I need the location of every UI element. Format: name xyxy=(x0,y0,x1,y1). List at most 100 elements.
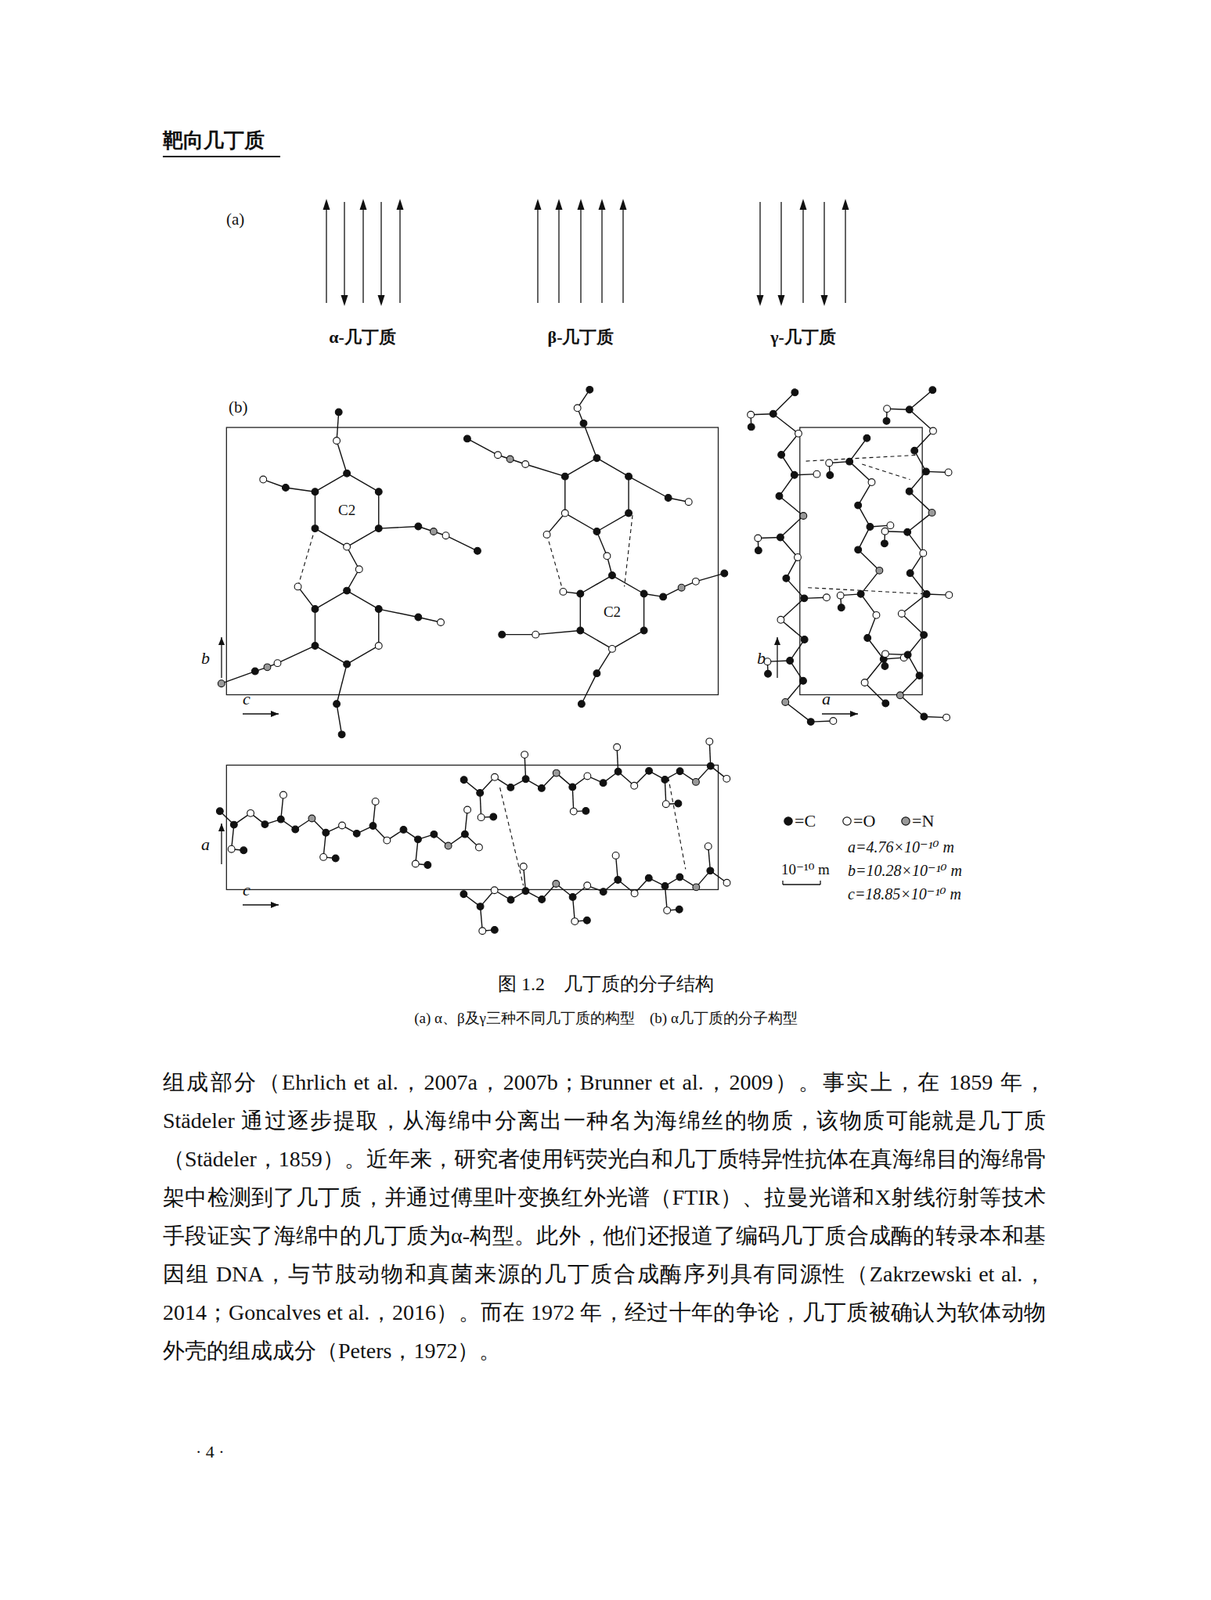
covalent-bond xyxy=(581,673,598,704)
figure-caption: 图 1.2 几丁质的分子结构 xyxy=(497,973,714,996)
atom-dot xyxy=(881,540,889,548)
atom-dot xyxy=(882,699,890,707)
atom-dot xyxy=(569,807,577,815)
atom-dot xyxy=(800,636,808,644)
atom-dot xyxy=(322,828,330,837)
atom-dot xyxy=(259,475,267,483)
atom-dot xyxy=(920,713,928,721)
covalent-bond xyxy=(535,630,581,635)
axis-label: c xyxy=(242,879,251,901)
atom-dot xyxy=(883,417,891,425)
atom-dot xyxy=(863,434,871,442)
atom-dot xyxy=(866,523,874,531)
hydrogen-bond xyxy=(500,787,524,886)
covalent-bond xyxy=(314,645,347,664)
covalent-bond xyxy=(467,438,498,455)
atom-dot xyxy=(826,472,834,480)
atom-dot xyxy=(538,896,546,904)
atom-dot xyxy=(583,916,591,924)
covalent-bond xyxy=(336,440,347,474)
covalent-bond xyxy=(865,682,887,704)
atom-dot xyxy=(429,528,437,536)
atom-dot xyxy=(905,487,913,495)
atom-dot xyxy=(571,918,579,926)
atom-dot xyxy=(706,867,714,875)
atom-dot xyxy=(676,873,684,881)
atom-dot xyxy=(273,659,282,667)
axis-label: a xyxy=(821,688,831,710)
covalent-bond xyxy=(909,409,934,431)
atom-dot xyxy=(786,657,794,665)
hydrogen-bond xyxy=(624,515,633,587)
atom-dot xyxy=(522,775,530,783)
covalent-bond xyxy=(910,573,927,595)
axis-arrow xyxy=(242,901,279,909)
covalent-bond xyxy=(314,528,347,547)
atom-dot xyxy=(411,860,419,868)
atom-dot xyxy=(764,670,772,678)
atom-dot xyxy=(920,631,928,639)
panel-letter: (a) xyxy=(226,209,245,230)
scale-label: 10⁻¹⁰ m xyxy=(781,861,830,880)
chain-arrow xyxy=(842,198,850,303)
atom-dot xyxy=(519,863,527,871)
atom-dot xyxy=(371,798,379,806)
atom-dot xyxy=(280,791,288,799)
atom-dot xyxy=(374,525,383,533)
hydrogen-bond xyxy=(547,534,564,592)
atom-dot xyxy=(857,590,865,598)
atom-dot xyxy=(614,876,622,884)
atom-dot xyxy=(872,611,880,619)
hydrogen-bond xyxy=(806,454,919,462)
atom-dot xyxy=(630,782,638,790)
atom-dot xyxy=(521,751,529,759)
atom-dot xyxy=(338,821,346,829)
atom-dot xyxy=(277,815,285,823)
covalent-bond xyxy=(525,464,566,477)
atom-dot xyxy=(861,679,869,687)
atom-dot xyxy=(794,554,802,562)
chain-arrow xyxy=(341,201,349,307)
atom-dot xyxy=(800,512,808,520)
atom-dot xyxy=(791,389,799,397)
covalent-bond xyxy=(378,609,419,617)
atom-dot xyxy=(355,565,363,574)
atom-dot xyxy=(663,907,671,915)
covalent-bond xyxy=(909,491,933,513)
atom-dot xyxy=(216,807,224,815)
atom-dot xyxy=(868,479,876,487)
atom-dot xyxy=(333,700,341,708)
atom-dot xyxy=(573,404,581,412)
atom-dot xyxy=(676,767,684,775)
atom-dot xyxy=(559,588,567,596)
atom-dot xyxy=(706,738,714,746)
atom-dot xyxy=(800,594,808,602)
hydrogen-bond xyxy=(807,587,923,595)
figure-subcaption: (a) α、β及γ三种不同几丁质的构型 (b) α几丁质的分子构型 xyxy=(414,1009,798,1028)
atom-dot xyxy=(543,531,551,539)
legend-text: =O xyxy=(853,810,876,832)
atom-dot xyxy=(754,547,762,555)
covalent-bond xyxy=(907,532,923,554)
atom-dot xyxy=(896,692,904,700)
atom-dot xyxy=(414,836,422,844)
atom-dot xyxy=(506,455,514,463)
legend-text: =C xyxy=(794,810,816,832)
atom-dot xyxy=(311,642,319,650)
atom-dot xyxy=(577,700,585,708)
chain-arrow xyxy=(396,198,404,303)
covalent-bond xyxy=(446,535,478,552)
chain-arrow xyxy=(821,201,829,307)
covalent-bond xyxy=(346,645,379,664)
atom-dot xyxy=(919,549,927,557)
atom-dot xyxy=(684,498,692,506)
legend-swatch xyxy=(900,815,912,827)
atom-dot xyxy=(929,386,937,394)
covalent-bond xyxy=(277,645,315,664)
lattice-constant: b=10.28×10⁻¹⁰ m xyxy=(847,861,963,880)
lattice-constant: c=18.85×10⁻¹⁰ m xyxy=(847,884,962,904)
header-rule xyxy=(162,155,281,158)
chitin-form-label: α-几丁质 xyxy=(328,327,397,348)
atom-dot xyxy=(825,459,833,467)
chain-arrow xyxy=(800,198,808,303)
